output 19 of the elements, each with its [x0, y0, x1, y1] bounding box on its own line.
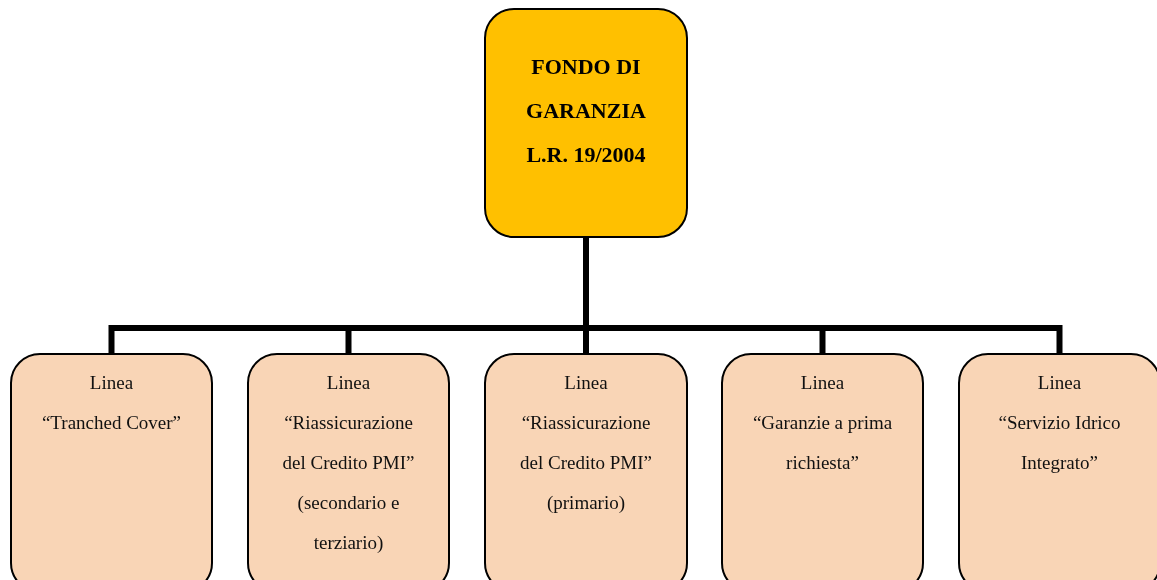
- root-box: [484, 8, 688, 238]
- branch-text: “Garanzie a prima richiesta”: [751, 411, 894, 475]
- branch-text: “Riassicurazione del Credito PMI”: [519, 411, 653, 475]
- branch-text: Linea: [800, 371, 845, 395]
- branch-text: Linea: [326, 371, 371, 395]
- branch-text: “Servizio Idrico Integrato”: [997, 411, 1122, 475]
- branch-box: [10, 353, 213, 580]
- branch-text: (primario): [546, 491, 626, 515]
- branch-box: [958, 353, 1157, 580]
- branch-text: “Tranched Cover”: [41, 411, 182, 435]
- branch-text: Linea: [564, 371, 608, 395]
- branch-box: [484, 353, 688, 580]
- branch-box: [721, 353, 924, 580]
- branch-text: “Riassicurazione del Credito PMI”: [281, 411, 416, 475]
- title-text: FONDO DI GARANZIA L.R. 19/2004: [525, 53, 647, 169]
- branch-box: [247, 353, 450, 580]
- branch-text: Linea: [1037, 371, 1082, 395]
- branch-text: (secondario e terziario): [296, 491, 401, 555]
- branch-text: Linea: [89, 371, 134, 395]
